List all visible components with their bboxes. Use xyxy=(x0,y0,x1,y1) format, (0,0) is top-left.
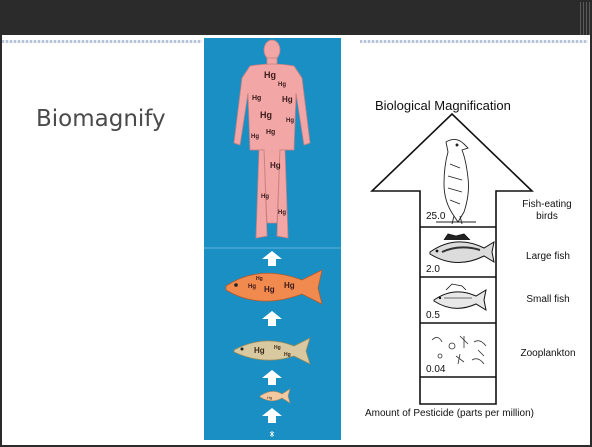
svg-text:Hg: Hg xyxy=(284,352,291,358)
svg-text:Hg: Hg xyxy=(261,194,269,200)
svg-text:Hg: Hg xyxy=(274,345,281,351)
title-bar xyxy=(2,2,590,35)
svg-text:Hg: Hg xyxy=(254,346,265,355)
bass-icon xyxy=(430,234,494,263)
pesticide-axis-caption: Amount of Pesticide (parts per million) xyxy=(365,408,534,419)
svg-text:Hg: Hg xyxy=(282,95,293,104)
slide-title: Biomagnify xyxy=(36,106,166,132)
svg-text:Hg: Hg xyxy=(286,118,294,124)
mercury-food-chain-image: Hg Hg Hg Hg Hg Hg Hg Hg Hg Hg Hg xyxy=(204,38,341,440)
header-rule-right xyxy=(360,40,588,43)
zooplankton-icon xyxy=(432,336,486,364)
tier-value-zooplankton: 0.04 xyxy=(426,364,445,375)
header-rule-left xyxy=(2,40,202,43)
svg-text:Hg: Hg xyxy=(278,82,286,88)
tier-value-large-fish: 2.0 xyxy=(426,264,440,275)
svg-text:Hg: Hg xyxy=(260,110,272,120)
svg-text:Hg: Hg xyxy=(252,95,261,102)
svg-text:Hg: Hg xyxy=(266,129,275,136)
svg-text:Hg: Hg xyxy=(256,276,263,282)
svg-text:Hg: Hg xyxy=(251,134,259,140)
title-bar-edge xyxy=(580,2,590,35)
tier-value-small-fish: 0.5 xyxy=(426,310,440,321)
svg-text:Hg: Hg xyxy=(248,284,256,290)
svg-text:Hg: Hg xyxy=(284,281,295,290)
tier-label-large-fish: Large fish xyxy=(512,251,584,263)
svg-text:Hg: Hg xyxy=(264,70,276,80)
biological-magnification-diagram: Biological Magnification xyxy=(360,94,590,424)
tier-label-zooplankton: Zooplankton xyxy=(506,348,590,360)
tier-value-birds: 25.0 xyxy=(426,211,445,222)
food-chain-svg: Hg Hg Hg Hg Hg Hg Hg Hg Hg Hg Hg xyxy=(204,38,341,440)
svg-text:Hg: Hg xyxy=(270,161,281,170)
svg-text:Hg: Hg xyxy=(264,285,275,294)
tier-label-birds: Fish-eating birds xyxy=(514,199,580,223)
svg-text:Hg: Hg xyxy=(267,395,272,400)
small-fish-line-icon xyxy=(434,284,486,310)
tier-label-small-fish: Small fish xyxy=(512,294,584,306)
svg-text:Hg: Hg xyxy=(278,210,286,216)
